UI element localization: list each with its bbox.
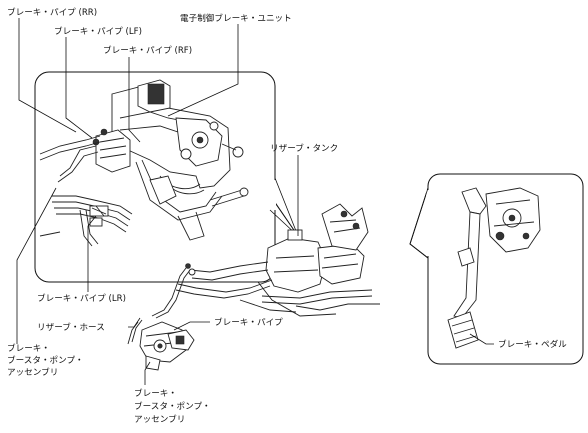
label-brake-pipe-lr: ブレーキ・パイプ (LR)	[37, 292, 126, 304]
label-reservoir-tank: リザーブ・タンク	[270, 142, 338, 154]
label-electronic-brake-unit: 電子制御ブレーキ・ユニット	[180, 12, 292, 24]
label-booster-pump-bottom-line2: ブースタ・ポンプ・	[134, 400, 211, 412]
pedal-detail-inset	[409, 173, 584, 365]
label-brake-pedal: ブレーキ・ペダル	[498, 338, 567, 350]
label-booster-pump-bottom-line1: ブレーキ・	[134, 387, 177, 399]
label-booster-pump-left-line3: アッセンブリ	[7, 366, 58, 378]
label-reservoir-hose: リザーブ・ホース	[37, 321, 105, 333]
brake-pedal-drawing	[447, 187, 541, 349]
ebu-unit-drawing	[92, 79, 249, 241]
ebu-detail-inset	[34, 71, 299, 283]
label-booster-pump-bottom-line3: アッセンブリ	[134, 413, 185, 425]
booster-pump-drawing	[127, 319, 195, 371]
label-brake-pipe: ブレーキ・パイプ	[214, 316, 283, 328]
label-brake-pipe-rf: ブレーキ・パイプ (RF)	[103, 44, 192, 56]
label-booster-pump-left-line1: ブレーキ・	[7, 342, 50, 354]
inset-brake-pipes	[39, 135, 133, 247]
label-brake-pipe-rr: ブレーキ・パイプ (RR)	[7, 6, 97, 18]
leader-lines	[16, 18, 494, 385]
label-brake-pipe-lf: ブレーキ・パイプ (LF)	[54, 25, 142, 37]
label-booster-pump-left-line2: ブースタ・ポンプ・	[7, 354, 84, 366]
label-group: ブレーキ・パイプ (RR) ブレーキ・パイプ (LF) ブレーキ・パイプ (RF…	[7, 6, 567, 425]
brake-system-assembly	[127, 203, 380, 371]
